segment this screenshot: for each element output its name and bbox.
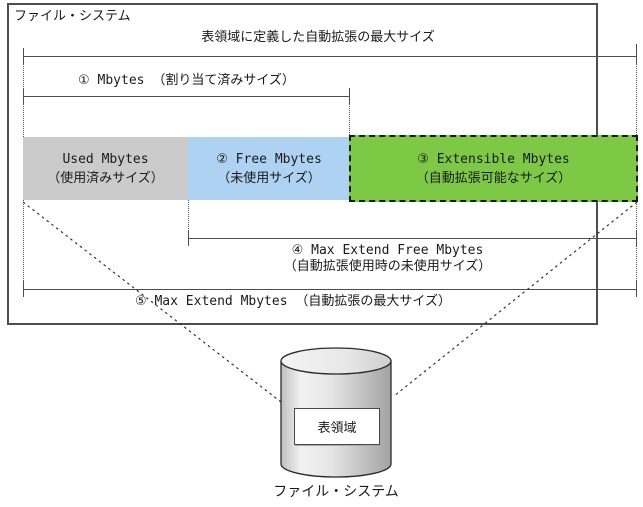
cylinder-top — [280, 347, 392, 375]
max-autoextend-defined-label: 表領域に定義した自動拡張の最大サイズ — [201, 30, 435, 45]
segment-extensible-label-line1: ③ Extensible Mbytes — [417, 151, 570, 167]
segment-used: Used Mbytes （使用済みサイズ） — [23, 137, 188, 200]
allocated-size-label: ① Mbytes （割り当て済みサイズ） — [78, 73, 295, 88]
segment-free-label-line1: ② Free Mbytes — [216, 151, 322, 167]
table-area-label: 表領域 — [317, 421, 357, 436]
projection-line-right — [393, 201, 638, 397]
max-extend-free-label-line2: （自動拡張使用時の未使用サイズ） — [283, 259, 492, 274]
allocated-size-line — [23, 96, 350, 97]
guide-right-lower — [636, 200, 637, 285]
table-area-label-box: 表領域 — [294, 408, 380, 445]
tick-allocated-right — [349, 88, 350, 104]
projection-line-left — [22, 201, 282, 403]
guide-left-lower — [23, 200, 24, 285]
max-extend-label: ⑤ Max Extend Mbytes （自動拡張の最大サイズ） — [135, 294, 451, 309]
file-system-bottom-caption: ファイル・システム — [273, 484, 399, 500]
segment-free: ② Free Mbytes （未使用サイズ） — [188, 137, 350, 200]
max-extend-line — [23, 289, 637, 290]
segment-used-label-line1: Used Mbytes — [62, 151, 149, 167]
max-autoextend-defined-line — [23, 56, 637, 57]
tick-top-right — [636, 44, 637, 64]
max-extend-free-line — [188, 238, 637, 239]
tick-maxext-left — [23, 281, 24, 297]
segment-free-label-line2: （未使用サイズ） — [217, 170, 321, 186]
guide-allocated-end — [349, 104, 350, 137]
guide-free-end — [188, 200, 189, 231]
file-system-top-label: ファイル・システム — [14, 9, 131, 24]
tick-top-left — [23, 48, 24, 64]
tick-maxext-right — [636, 281, 637, 297]
tick-maxextfree-left — [188, 230, 189, 246]
guide-right-upper — [636, 64, 637, 137]
segment-used-label-line2: （使用済みサイズ） — [47, 170, 164, 186]
guide-left-upper — [23, 64, 24, 137]
segment-extensible-label-line2: （自動拡張可能なサイズ） — [415, 170, 572, 186]
segment-extensible: ③ Extensible Mbytes （自動拡張可能なサイズ） — [349, 135, 638, 202]
max-extend-free-label-line1: ④ Max Extend Free Mbytes — [291, 243, 484, 258]
